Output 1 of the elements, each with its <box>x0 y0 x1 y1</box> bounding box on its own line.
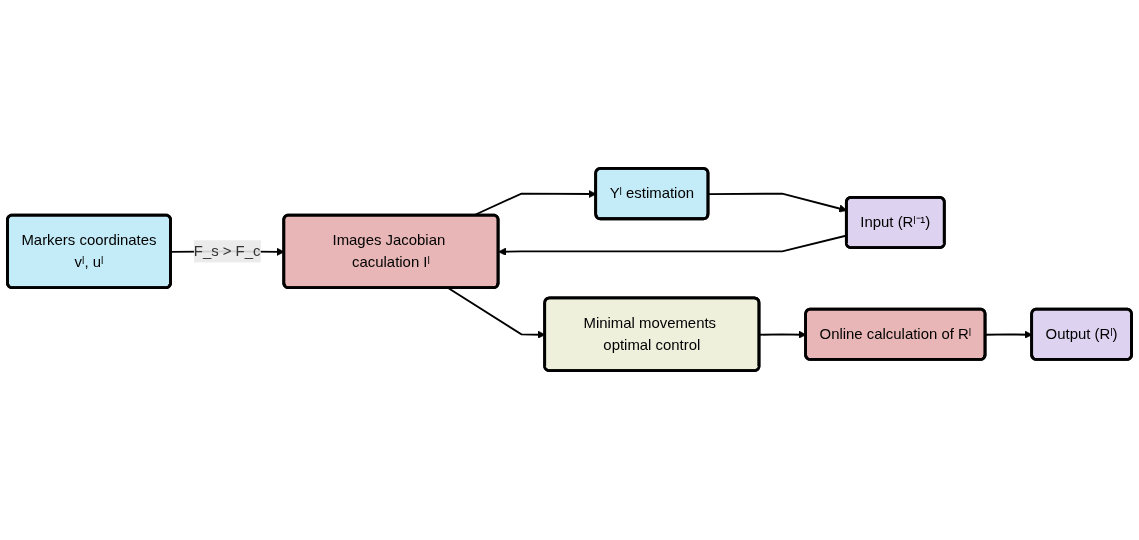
edge-label: F_s > F_c <box>193 243 261 260</box>
